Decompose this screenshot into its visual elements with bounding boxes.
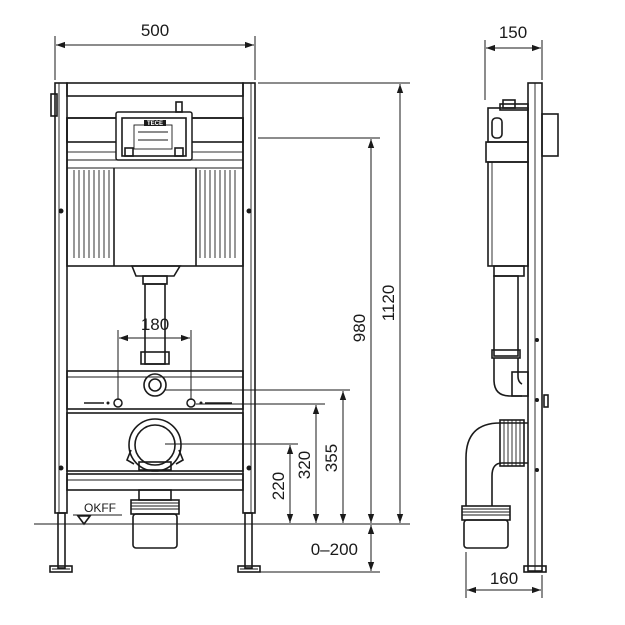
- dim-355-label: 355: [322, 444, 341, 472]
- drain-connection: [66, 412, 244, 472]
- dim-hole-spacing-label: 180: [141, 315, 169, 334]
- dim-tank-height-label: 980: [350, 314, 369, 342]
- drain-spigot: [130, 489, 180, 549]
- threaded-rod-rail: [66, 370, 244, 410]
- side-cistern: [485, 99, 529, 277]
- dimension-lines: 500 150 160 180 1120 980 355: [34, 21, 543, 598]
- flush-pipe: [130, 265, 182, 365]
- floor-level-label: OKFF: [84, 501, 116, 515]
- side-drain-bend: [461, 419, 528, 549]
- actuator-opening: TECE: [115, 101, 193, 161]
- side-flush-pipe: [491, 275, 529, 397]
- floor-level-marker: OKFF: [73, 501, 122, 526]
- right-frame-post: [242, 82, 256, 514]
- dim-floor-adjust-label: 0–200: [311, 540, 358, 559]
- brand-logo: TECE: [147, 121, 163, 127]
- top-rail: [66, 82, 244, 97]
- dim-320-label: 320: [295, 451, 314, 479]
- dim-total-height-label: 1120: [379, 285, 398, 322]
- left-frame-post: [54, 82, 68, 514]
- front-view: TECE: [49, 82, 261, 573]
- dim-depth-top-label: 150: [499, 23, 527, 42]
- side-view: [461, 82, 559, 573]
- dim-width-label: 500: [141, 21, 169, 40]
- dim-depth-bottom-label: 160: [490, 569, 518, 588]
- dim-220-label: 220: [269, 472, 288, 500]
- frame-legs: [49, 512, 261, 573]
